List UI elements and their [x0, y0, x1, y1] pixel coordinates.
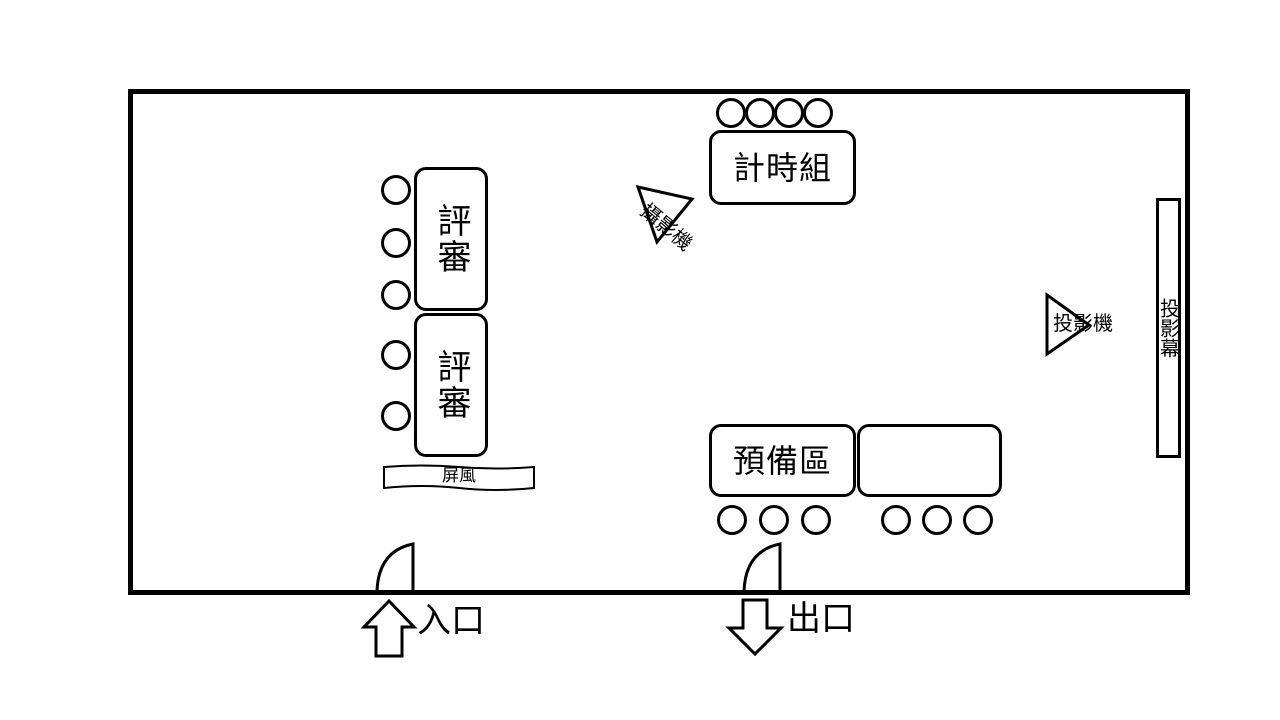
standby-seat: [881, 505, 911, 535]
judges-table-2: 評審: [414, 313, 488, 457]
screen-divider-label: 屏風: [442, 466, 476, 486]
timing-group-table: 計時組: [709, 130, 856, 205]
timing-seat: [803, 98, 833, 128]
entrance-door-icon: [375, 542, 415, 593]
judge-seat: [381, 228, 411, 258]
standby-area-table: 預備區: [709, 424, 856, 497]
screen-divider-shape: [383, 464, 535, 491]
projection-screen: 投影幕: [1156, 198, 1181, 458]
standby-seat: [759, 505, 789, 535]
judge-seat: [381, 340, 411, 370]
standby-area-label: 預備區: [732, 441, 832, 480]
judges-table-1-label: 評審: [431, 203, 471, 275]
exit-door-icon: [742, 542, 782, 593]
standby-seat: [717, 505, 747, 535]
judge-seat: [381, 175, 411, 205]
standby-seat: [922, 505, 952, 535]
judge-seat: [381, 401, 411, 431]
standby-seat: [963, 505, 993, 535]
standby-extra-table: [857, 424, 1002, 497]
camera-icon: [635, 184, 695, 246]
exit-label: 出口: [787, 599, 855, 639]
entrance-label: 入口: [417, 601, 485, 641]
room-outline: [128, 89, 1190, 595]
entrance-arrow-up-icon: [360, 598, 418, 658]
standby-seat: [801, 505, 831, 535]
projection-screen-label: 投影幕: [1156, 298, 1181, 358]
projector-icon: [1045, 292, 1092, 357]
judge-seat: [381, 280, 411, 310]
judges-table-1: 評審: [414, 167, 488, 311]
projector-label: 投影機: [1053, 311, 1113, 335]
exit-arrow-down-icon: [725, 598, 785, 657]
judges-table-2-label: 評審: [431, 349, 471, 421]
timing-seat: [716, 98, 746, 128]
timing-seat: [774, 98, 804, 128]
timing-group-label: 計時組: [732, 148, 832, 187]
timing-seat: [745, 98, 775, 128]
